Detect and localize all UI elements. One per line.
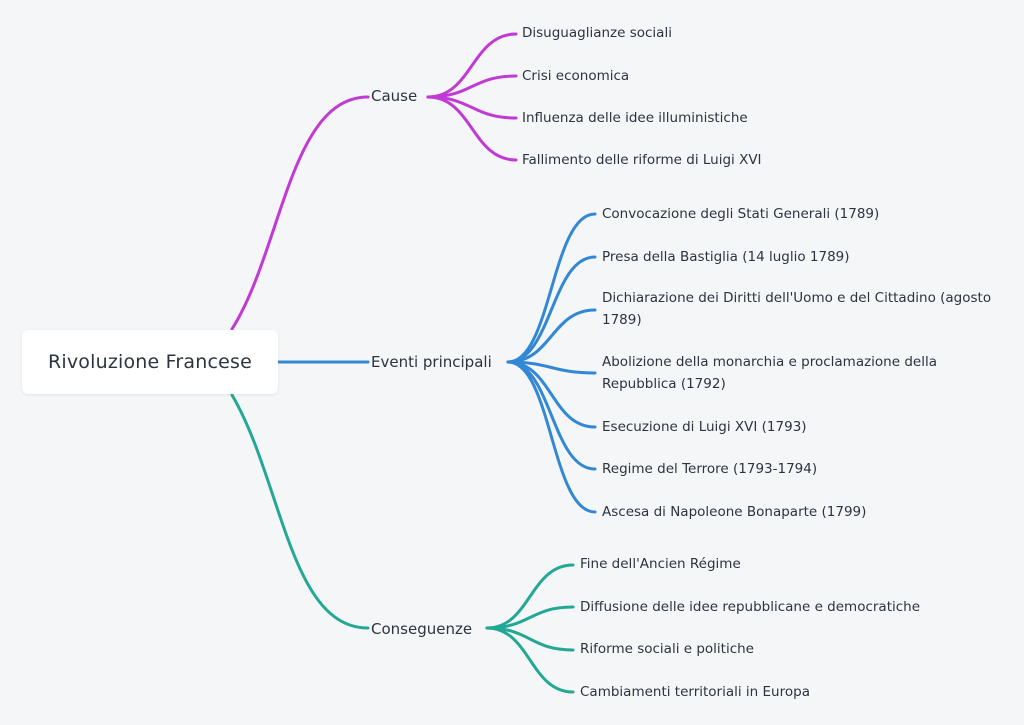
leaf-cause-1[interactable]: Disuguaglianze sociali [522,25,672,41]
branch-conseguenze[interactable]: Conseguenze [370,620,474,638]
leaf-cause-2[interactable]: Crisi economica [522,68,630,84]
eventi-leaf-connector-6 [506,360,597,471]
leaf-eventi-2[interactable]: Presa della Bastiglia (14 luglio 1789) [602,249,850,265]
branch-cause-label: Cause [371,87,418,105]
leaf-eventi-4[interactable]: Abolizione della monarchia e proclamazio… [602,354,937,392]
root-label: Rivoluzione Francese [47,351,253,373]
root-node[interactable]: Rivoluzione Francese [22,330,278,394]
eventi-leaf-connector-7 [506,360,597,514]
conseguenze-leaf-connector-1 [485,563,575,630]
branch-eventi-label: Eventi principali [371,353,492,371]
leaf-conseguenze-4[interactable]: Cambiamenti territoriali in Europa [580,684,810,700]
root-to-conseguenze-connector [230,393,370,630]
leaf-conseguenze-3[interactable]: Riforme sociali e politiche [580,641,754,657]
leaf-eventi-1[interactable]: Convocazione degli Stati Generali (1789) [602,206,880,222]
root-to-cause-connector [230,95,370,331]
eventi-connectors [277,212,597,514]
leaf-cause-3[interactable]: Influenza delle idee illuministiche [522,110,748,126]
leaf-eventi-5[interactable]: Esecuzione di Luigi XVI (1793) [602,419,807,435]
branch-cause[interactable]: Cause [370,87,419,105]
eventi-leaf-connector-2 [506,255,597,364]
conseguenze-connectors [230,393,575,694]
conseguenze-leaf-connector-4 [485,626,575,694]
leaf-eventi-3[interactable]: Dichiarazione dei Diritti dell'Uomo e de… [602,290,992,328]
leaf-eventi-6[interactable]: Regime del Terrore (1793-1794) [602,461,818,477]
branch-conseguenze-label: Conseguenze [371,620,473,638]
eventi-leaf-connector-3 [506,308,597,364]
leaf-eventi-7[interactable]: Ascesa di Napoleone Bonaparte (1799) [602,504,867,520]
leaf-conseguenze-1[interactable]: Fine dell'Ancien Régime [580,556,741,572]
leaf-cause-4[interactable]: Fallimento delle riforme di Luigi XVI [522,152,762,168]
branch-eventi[interactable]: Eventi principali [370,353,493,371]
cause-leaf-connector-1 [426,32,518,99]
leaf-conseguenze-2[interactable]: Diffusione delle idee repubblicane e dem… [580,599,921,615]
cause-leaf-connector-4 [426,95,518,162]
cause-connectors [230,32,518,331]
eventi-leaf-connector-1 [506,212,597,364]
